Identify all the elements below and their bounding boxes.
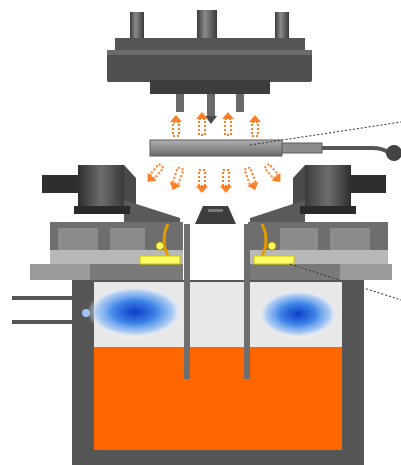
manifold-top-plate bbox=[115, 38, 305, 52]
gas-zone-left bbox=[87, 286, 183, 338]
sensor-bar bbox=[150, 140, 282, 156]
heat-arrows-down bbox=[143, 162, 285, 193]
clamp-right bbox=[250, 165, 386, 224]
heat-arrows-up bbox=[170, 112, 261, 136]
sensor-cable bbox=[322, 148, 388, 152]
manifold-pipe-center bbox=[197, 10, 217, 42]
center-plug bbox=[195, 206, 236, 224]
gas-zone-right bbox=[258, 290, 338, 338]
molten-bath bbox=[94, 347, 344, 451]
manifold-nozzle bbox=[205, 116, 217, 124]
sensor-connector bbox=[282, 143, 322, 153]
manifold-bottom-plate bbox=[150, 80, 270, 94]
furnace-collar bbox=[30, 222, 392, 280]
sensor-bar-assembly bbox=[150, 122, 401, 161]
manifold-pipe-left bbox=[130, 12, 144, 42]
probe-tip-icon bbox=[386, 145, 401, 161]
manifold-pipe-right bbox=[275, 12, 289, 42]
heater-manifold bbox=[107, 10, 312, 124]
